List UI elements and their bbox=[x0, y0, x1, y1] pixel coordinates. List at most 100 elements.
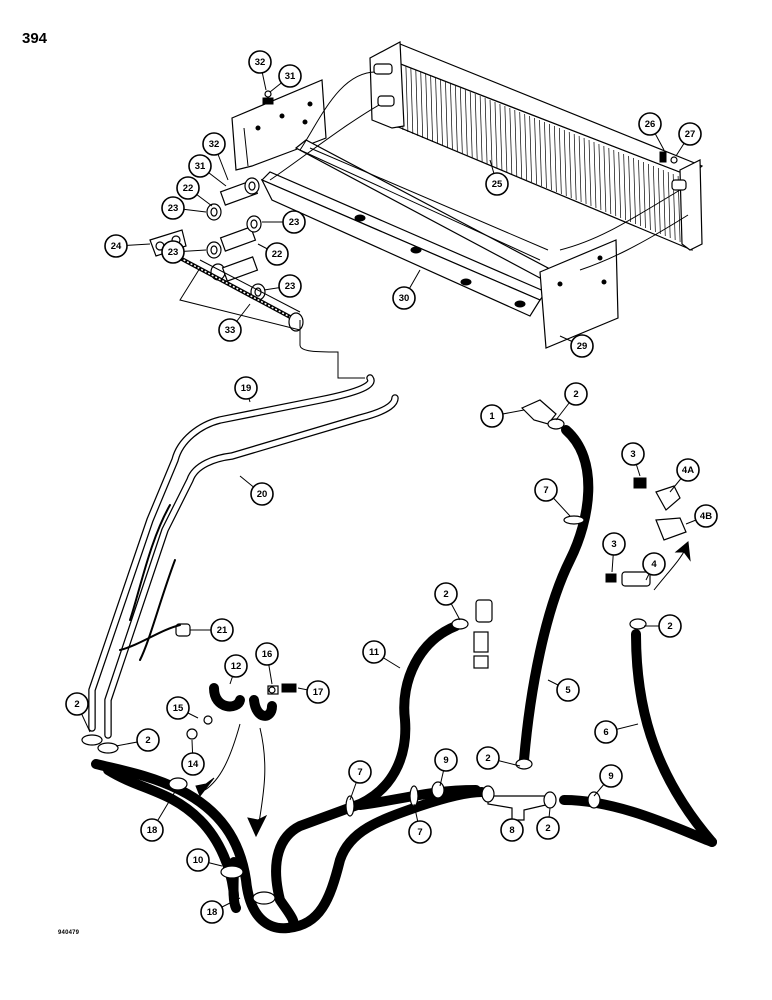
callout-circle bbox=[476, 746, 500, 770]
callout-circle bbox=[434, 748, 458, 772]
callout-c7c: 7 bbox=[408, 803, 432, 844]
callout-label: 17 bbox=[313, 687, 324, 698]
callout-c3b: 3 bbox=[602, 532, 626, 573]
callout-circle bbox=[678, 122, 702, 146]
callout-circle bbox=[65, 692, 89, 716]
callout-circle bbox=[362, 640, 386, 664]
callout-c31b: 31 bbox=[188, 154, 227, 187]
callout-c30: 30 bbox=[392, 269, 421, 310]
callout-label: 8 bbox=[509, 825, 514, 836]
callout-c27: 27 bbox=[675, 122, 702, 157]
cooler-core bbox=[369, 41, 704, 251]
callout-label: 9 bbox=[608, 771, 613, 782]
callout-circle bbox=[306, 680, 330, 704]
callout-c14: 14 bbox=[181, 739, 205, 776]
callout-circle bbox=[200, 900, 224, 924]
callout-c26: 26 bbox=[638, 112, 665, 151]
callout-label: 15 bbox=[173, 703, 184, 714]
callout-circle bbox=[282, 210, 306, 234]
callout-label: 24 bbox=[111, 241, 122, 252]
callout-c25: 25 bbox=[485, 159, 509, 196]
fittings bbox=[81, 399, 691, 838]
callout-circle bbox=[536, 816, 560, 840]
callout-circle bbox=[534, 478, 558, 502]
callout-circle bbox=[265, 242, 289, 266]
callout-c32a: 32 bbox=[248, 50, 272, 91]
callout-label: 7 bbox=[543, 485, 548, 496]
callout-label: 19 bbox=[241, 383, 252, 394]
callout-label: 7 bbox=[357, 767, 362, 778]
callout-c8: 8 bbox=[500, 818, 524, 842]
callout-c20: 20 bbox=[239, 475, 274, 506]
callout-label: 31 bbox=[195, 161, 206, 172]
callout-label: 26 bbox=[645, 119, 656, 130]
callout-label: 16 bbox=[262, 649, 273, 660]
callout-circle bbox=[694, 504, 718, 528]
callout-label: 4B bbox=[700, 511, 712, 522]
callout-circle bbox=[255, 642, 279, 666]
callout-label: 1 bbox=[489, 411, 495, 422]
drawing-code: 940479 bbox=[58, 930, 80, 936]
cooler-hardware bbox=[149, 90, 678, 332]
callout-label: 4A bbox=[682, 465, 694, 476]
callout-circle bbox=[485, 172, 509, 196]
callout-circle bbox=[621, 442, 645, 466]
callout-circle bbox=[434, 582, 458, 606]
callout-label: 2 bbox=[443, 589, 448, 600]
callout-c31a: 31 bbox=[269, 64, 302, 93]
callout-c32b: 32 bbox=[202, 132, 229, 181]
callout-label: 9 bbox=[443, 755, 448, 766]
cooler-tubes bbox=[88, 267, 399, 739]
callout-c33: 33 bbox=[218, 303, 251, 342]
callout-c7b: 7 bbox=[348, 760, 372, 801]
callout-circle bbox=[392, 286, 416, 310]
callout-c2c: 2 bbox=[644, 614, 682, 638]
callout-circle bbox=[186, 848, 210, 872]
callout-c19: 19 bbox=[234, 376, 258, 403]
callout-c2a: 2 bbox=[555, 382, 588, 421]
callout-c9b: 9 bbox=[593, 764, 623, 797]
callout-circle bbox=[602, 532, 626, 556]
callout-label: 11 bbox=[369, 647, 380, 658]
callout-label: 14 bbox=[188, 759, 199, 770]
callout-label: 22 bbox=[183, 183, 194, 194]
callout-circle bbox=[278, 64, 302, 88]
callout-c2e: 2 bbox=[536, 807, 560, 840]
callout-circle bbox=[176, 176, 200, 200]
callout-circle bbox=[188, 154, 212, 178]
callout-label: 20 bbox=[257, 489, 268, 500]
callout-label: 6 bbox=[603, 727, 608, 738]
callout-label: 2 bbox=[74, 699, 79, 710]
callout-c10: 10 bbox=[186, 848, 223, 872]
callout-label: 2 bbox=[145, 735, 150, 746]
callout-c23a: 23 bbox=[161, 196, 207, 220]
callout-label: 2 bbox=[485, 753, 490, 764]
callout-label: 21 bbox=[217, 625, 228, 636]
callout-circle bbox=[210, 618, 234, 642]
callout-label: 23 bbox=[289, 217, 300, 228]
callout-c2g: 2 bbox=[115, 728, 160, 752]
callout-label: 3 bbox=[630, 449, 635, 460]
callout-label: 31 bbox=[285, 71, 296, 82]
callout-label: 18 bbox=[207, 907, 218, 918]
callout-label: 3 bbox=[611, 539, 616, 550]
callout-circle bbox=[594, 720, 618, 744]
callout-c4b: 4B bbox=[685, 504, 718, 528]
callout-circle bbox=[136, 728, 160, 752]
callout-circle bbox=[218, 318, 242, 342]
callout-label: 33 bbox=[225, 325, 236, 336]
callout-circle bbox=[181, 752, 205, 776]
callout-circle bbox=[202, 132, 226, 156]
callout-label: 25 bbox=[492, 179, 503, 190]
callout-circle bbox=[166, 696, 190, 720]
callout-c6: 6 bbox=[594, 720, 639, 744]
callout-label: 30 bbox=[399, 293, 410, 304]
oil-cooler-assembly bbox=[231, 41, 704, 349]
callout-c22b: 22 bbox=[257, 242, 289, 266]
callout-circle bbox=[500, 818, 524, 842]
callout-c17: 17 bbox=[297, 680, 330, 704]
callout-circle bbox=[599, 764, 623, 788]
callout-label: 10 bbox=[193, 855, 204, 866]
